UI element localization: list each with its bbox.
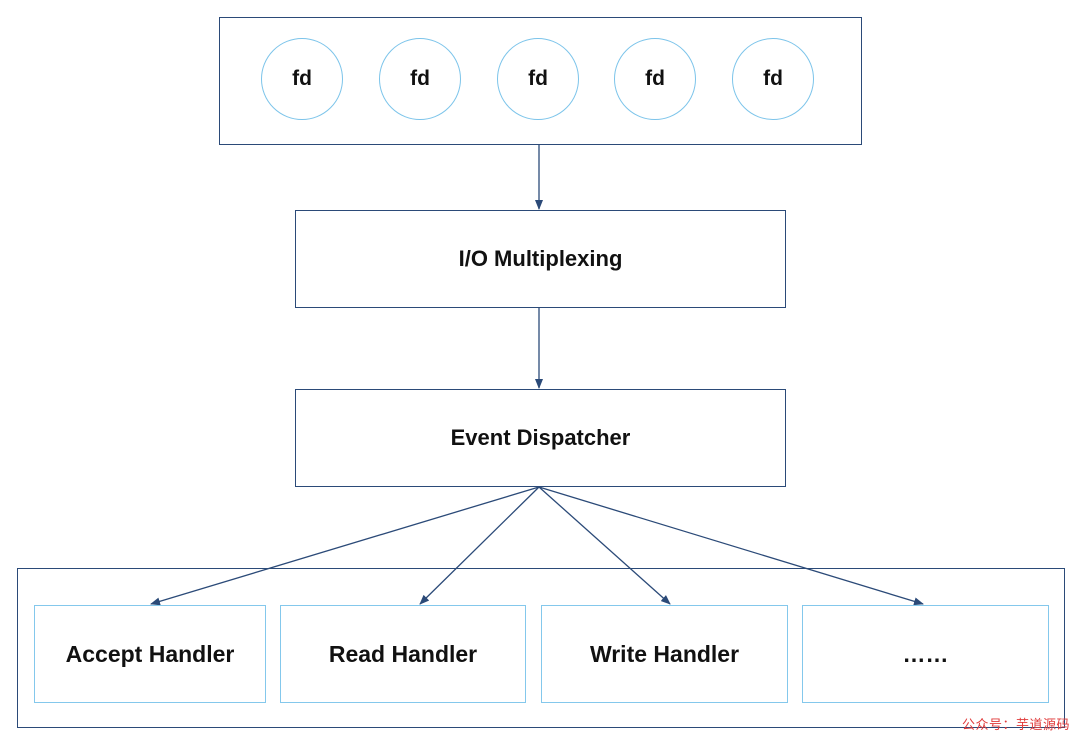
accept-handler-label: Accept Handler xyxy=(65,640,235,667)
fd-node: fd xyxy=(261,38,343,120)
fd-node: fd xyxy=(497,38,579,120)
read-handler-label: Read Handler xyxy=(328,640,478,667)
io-multiplexing-label: I/O Multiplexing xyxy=(458,246,623,271)
write-handler-label: Write Handler xyxy=(589,640,740,667)
event-dispatcher-label: Event Dispatcher xyxy=(450,425,631,450)
read-handler-node: Read Handler xyxy=(280,605,526,703)
accept-handler-node: Accept Handler xyxy=(34,605,266,703)
watermark-text: 公众号：芋道源码 xyxy=(961,718,1070,733)
event-dispatcher-node: Event Dispatcher xyxy=(295,389,786,487)
fd-node: fd xyxy=(614,38,696,120)
handlers-container xyxy=(17,568,1065,728)
more-handlers-label: …… xyxy=(902,640,949,667)
more-handlers-node: …… xyxy=(802,605,1049,703)
write-handler-node: Write Handler xyxy=(541,605,788,703)
io-multiplexing-node: I/O Multiplexing xyxy=(295,210,786,308)
fd-group-container xyxy=(219,17,862,145)
fd-node: fd xyxy=(379,38,461,120)
fd-node: fd xyxy=(732,38,814,120)
